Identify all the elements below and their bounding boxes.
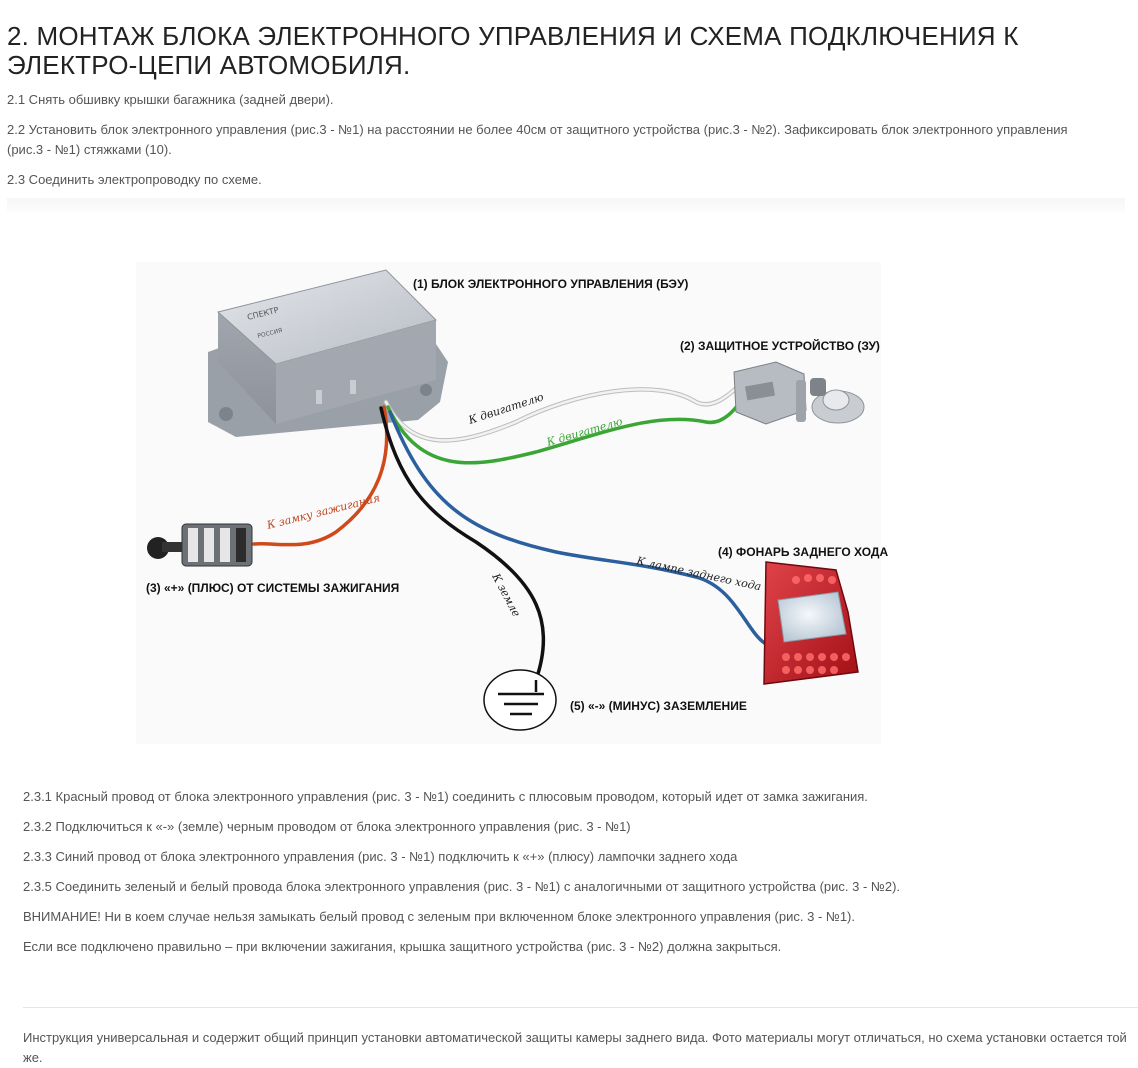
- ecu-mount-hole: [219, 407, 233, 421]
- red-wire-label: К замку зажигания: [265, 491, 382, 532]
- ignition-switch: [147, 523, 253, 567]
- title-line-2: ЭЛЕКТРО-ЦЕПИ АВТОМОБИЛЯ.: [7, 50, 411, 80]
- green-wire-label: К двигателю: [544, 415, 624, 449]
- wires: [252, 377, 768, 682]
- substep-2-3-3: 2.3.3 Синий провод от блока электронного…: [23, 849, 738, 864]
- wiring-diagram: СПЕКТР РОССИЯ К двигателю К двигателю К …: [136, 262, 888, 744]
- ground-label: (5) «-» (МИНУС) ЗАЗЕМЛЕНИЕ: [570, 699, 747, 713]
- step-2-3: 2.3 Соединить электропроводку по схеме.: [7, 172, 262, 187]
- substep-2-3-2: 2.3.2 Подключиться к «-» (земле) черным …: [23, 819, 631, 834]
- protective-device-label: (2) ЗАЩИТНОЕ УСТРОЙСТВО (ЗУ): [680, 338, 880, 353]
- ecu-pin: [350, 380, 356, 394]
- reverse-light-label: (4) ФОНАРЬ ЗАДНЕГО ХОДА: [718, 545, 888, 559]
- divider-line: [23, 1007, 1138, 1008]
- warning-text: ВНИМАНИЕ! Ни в коем случае нельзя замыка…: [23, 909, 855, 924]
- blue-wire-label: К лампе заднего хода: [634, 554, 762, 593]
- title-line-1: 2. МОНТАЖ БЛОКА ЭЛЕКТРОННОГО УПРАВЛЕНИЯ …: [7, 21, 1019, 51]
- red-wire: [252, 405, 389, 547]
- reverse-light: [763, 561, 859, 685]
- white-wire-label: К двигателю: [466, 390, 546, 427]
- footer-note: Инструкция универсальная и содержит общи…: [23, 1030, 1127, 1065]
- ecu-pin: [316, 390, 322, 404]
- divider-band: [7, 198, 1125, 212]
- black-wire: [379, 406, 546, 682]
- ecu-mount-hole: [420, 384, 432, 396]
- page-title: 2. МОНТАЖ БЛОКА ЭЛЕКТРОННОГО УПРАВЛЕНИЯ …: [7, 22, 1107, 80]
- wiring-diagram-svg: СПЕКТР РОССИЯ К двигателю К двигателю К …: [146, 269, 888, 731]
- step-2-1: 2.1 Снять обшивку крышки багажника (задн…: [7, 92, 334, 107]
- ground-icon: [483, 669, 557, 731]
- white-wire-core: [384, 378, 748, 442]
- substep-2-3-1: 2.3.1 Красный провод от блока электронно…: [23, 789, 868, 804]
- success-text: Если все подключено правильно – при вклю…: [23, 939, 782, 954]
- ignition-label: (3) «+» (ПЛЮС) ОТ СИСТЕМЫ ЗАЖИГАНИЯ: [146, 581, 399, 595]
- ecu-unit: СПЕКТР РОССИЯ: [208, 269, 448, 437]
- green-wire: [386, 390, 750, 465]
- protective-device: [733, 361, 865, 425]
- substep-2-3-5: 2.3.5 Соединить зеленый и белый провода …: [23, 879, 901, 894]
- ecu-label: (1) БЛОК ЭЛЕКТРОННОГО УПРАВЛЕНИЯ (БЭУ): [413, 277, 688, 291]
- step-2-2: 2.2 Установить блок электронного управле…: [7, 122, 1068, 157]
- blue-wire: [388, 410, 768, 646]
